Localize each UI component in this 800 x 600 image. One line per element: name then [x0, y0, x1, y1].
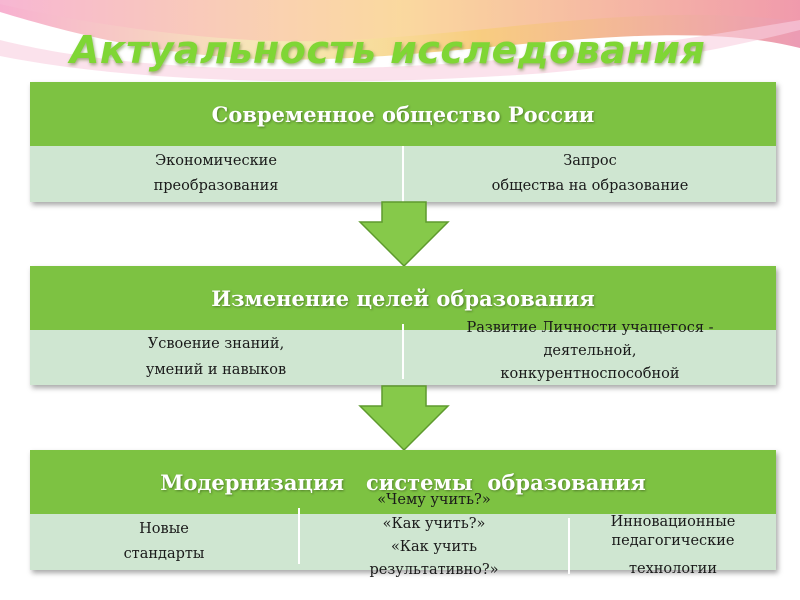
cell-line: педагогические — [611, 533, 735, 550]
cell-knowledge-skills: Усвоение знаний, умений и навыков — [30, 330, 402, 385]
page-title: Актуальность исследования — [70, 28, 706, 72]
block-row: Усвоение знаний, умений и навыков Развит… — [30, 320, 776, 385]
block-modernization: Модернизация системы образования Новые с… — [30, 450, 776, 578]
cell-line: Запрос — [563, 152, 617, 169]
cell-line: «Как учить?» — [382, 515, 486, 532]
block-row: Экономические преобразования Запрос обще… — [30, 146, 776, 202]
cell-line: результативно?» — [369, 562, 499, 579]
block-header: Модернизация системы образования — [30, 450, 776, 514]
block-row: Новые стандарты «Чему учить?» «Как учить… — [30, 492, 776, 578]
cell-line: Экономические — [155, 152, 277, 169]
cell-line: преобразования — [153, 178, 279, 194]
cell-line: «Чему учить?» — [377, 492, 491, 509]
cell-line: Усвоение знаний, — [147, 336, 285, 353]
down-arrow-icon — [358, 385, 450, 452]
cell-society-request: Запрос общества на образование — [402, 146, 776, 202]
cell-economic-transformations: Экономические преобразования — [30, 146, 402, 202]
block-header: Современное общество России — [30, 82, 776, 146]
cell-line: Развитие Личности учащегося - — [466, 319, 714, 336]
cell-personality-development: Развитие Личности учащегося - деятельной… — [402, 320, 776, 382]
cell-line: «Как учить — [390, 539, 478, 555]
cell-questions: «Чему учить?» «Как учить?» «Как учить ре… — [298, 492, 568, 578]
cell-line: общества на образование — [491, 178, 689, 194]
cell-line: деятельной, — [543, 342, 637, 359]
cell-line: стандарты — [123, 546, 205, 562]
cell-line: Новые — [139, 520, 189, 537]
down-arrow-icon — [358, 201, 450, 268]
cell-new-standards: Новые стандарты — [30, 514, 298, 570]
block-education-goals: Изменение целей образования Усвоение зна… — [30, 266, 776, 385]
block-modern-society: Современное общество России Экономически… — [30, 82, 776, 202]
cell-line: технологии — [628, 560, 718, 577]
cell-line: конкурентноспособной — [500, 366, 680, 383]
cell-line: умений и навыков — [145, 361, 287, 378]
block-header: Изменение целей образования — [30, 266, 776, 330]
cell-line: Инновационные — [610, 513, 736, 530]
cell-innovative-technologies: Инновационные педагогические технологии — [568, 514, 776, 577]
